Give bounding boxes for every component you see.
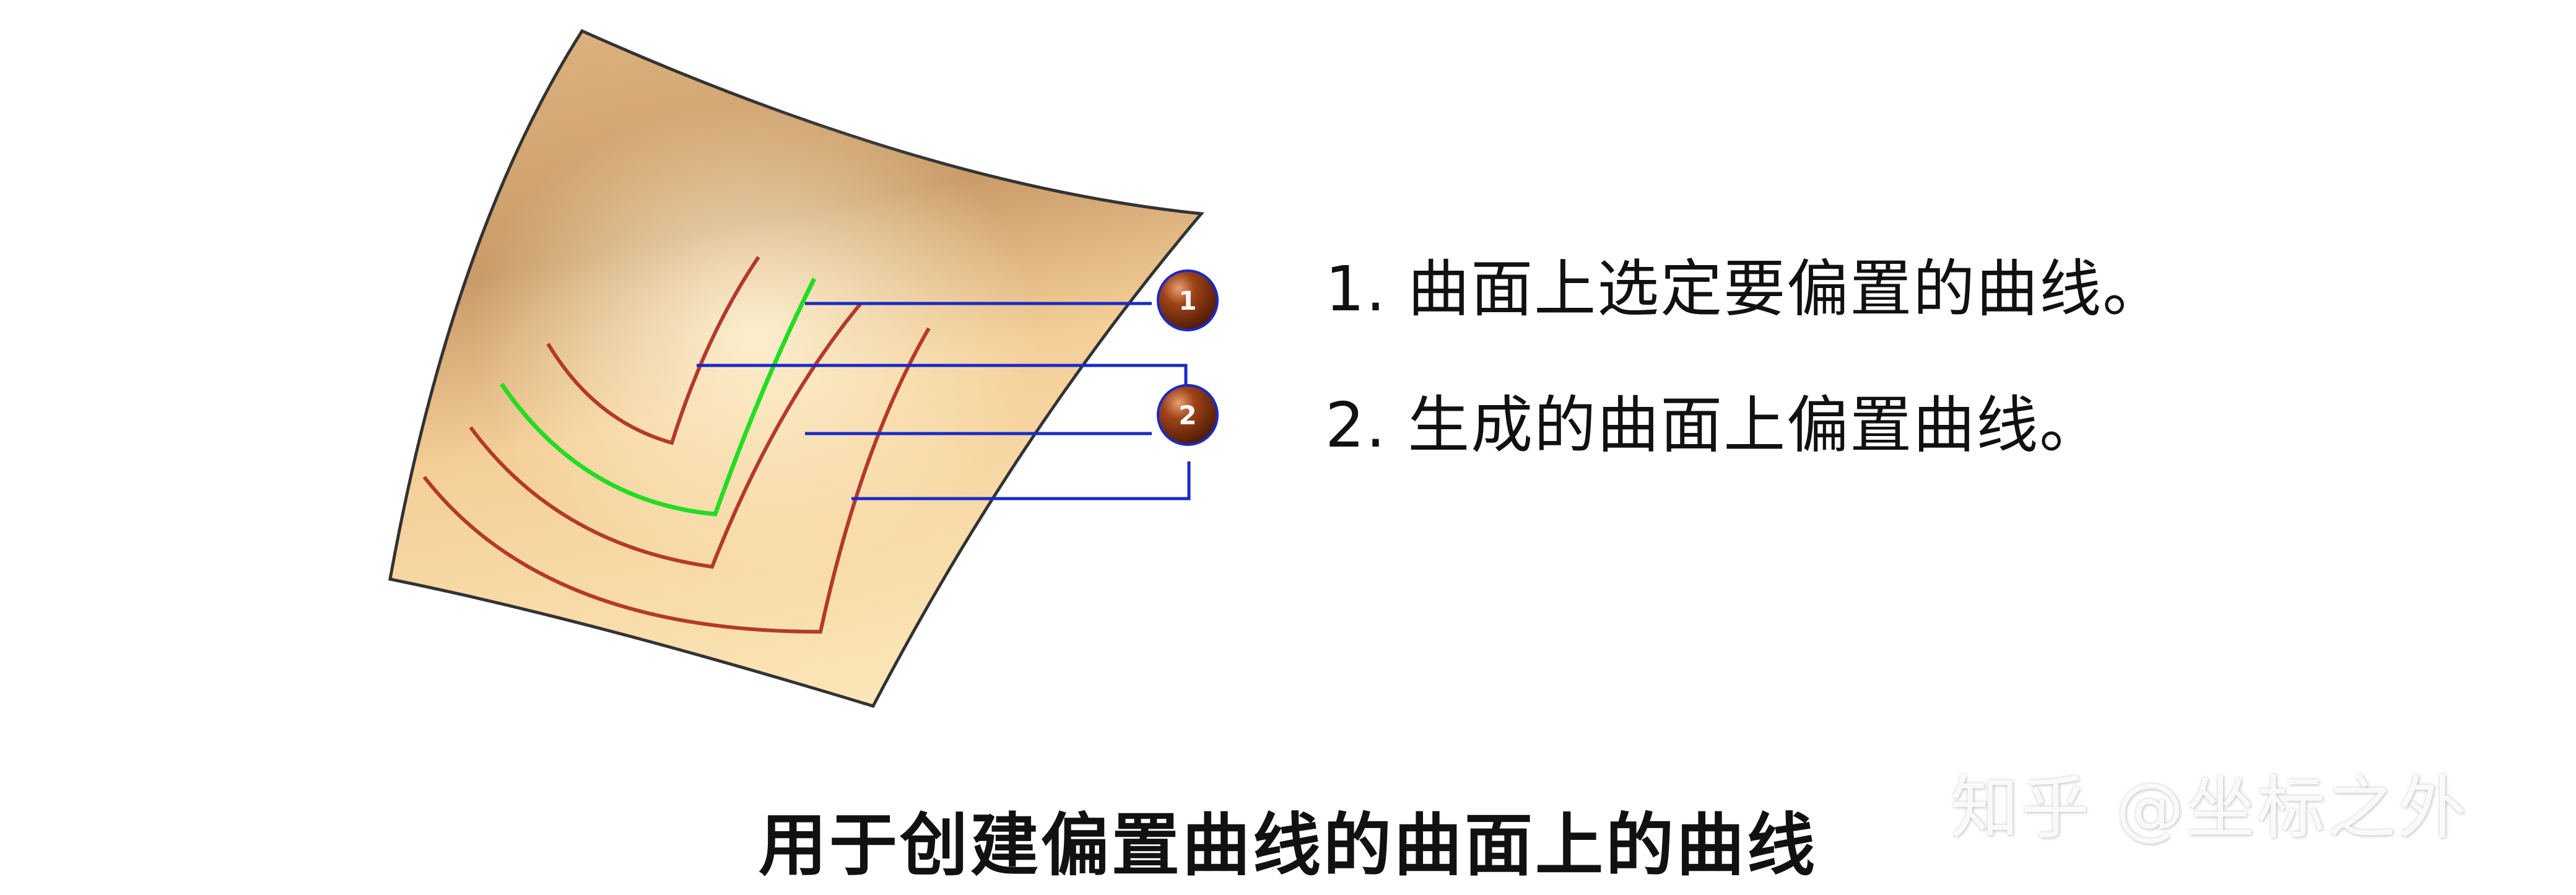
callout-1: 1 [1157, 269, 1219, 331]
offset-curve-3 [422, 327, 931, 634]
curved-surface [388, 28, 1204, 708]
selected-curve [500, 277, 817, 517]
offset-curve-2 [469, 302, 863, 569]
offset-curves [422, 256, 931, 634]
offset-curve-inner [546, 256, 760, 445]
callout-2: 2 [1157, 384, 1219, 446]
leader-line-2c [851, 461, 1191, 500]
legend-item-1: 1. 曲面上选定要偏置的曲线。 [1325, 253, 2166, 325]
callout-1-label: 1 [1178, 286, 1196, 316]
figure-caption: 用于创建偏置曲线的曲面上的曲线 [759, 806, 1817, 885]
callout-2-label: 2 [1178, 400, 1196, 430]
watermark: 知乎 @坐标之外 [1951, 769, 2469, 848]
legend-item-2: 2. 生成的曲面上偏置曲线。 [1325, 389, 2103, 461]
